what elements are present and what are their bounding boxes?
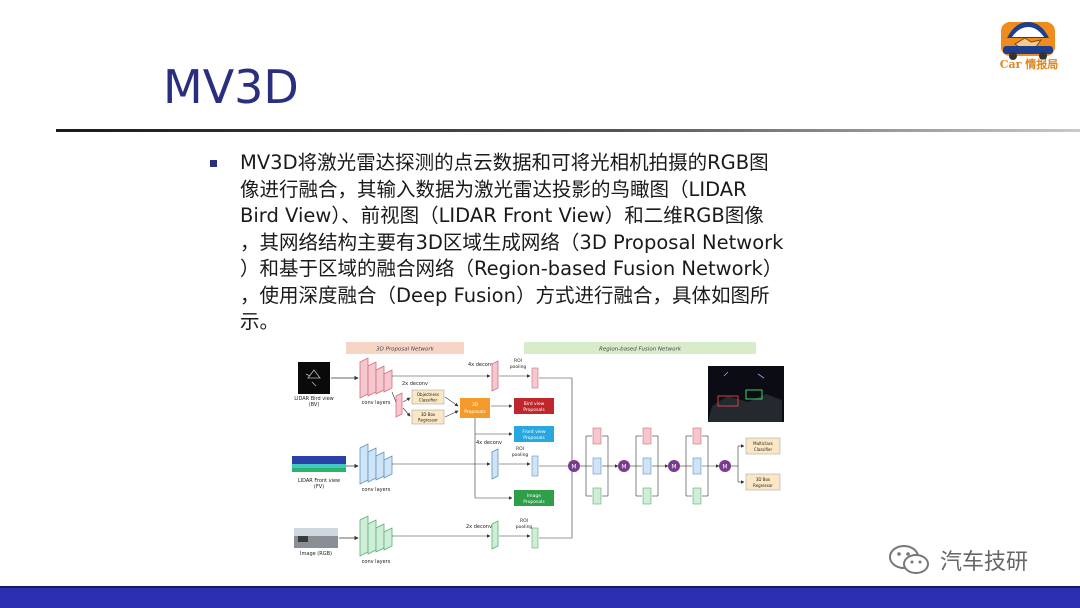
section-fusion-label: Region-based Fusion Network	[599, 347, 682, 353]
fusion-node-1: M	[568, 460, 580, 472]
svg-text:3D Box: 3D Box	[421, 412, 436, 417]
conv-label-rgb: conv layers	[362, 559, 391, 565]
front-view-label: (FV)	[314, 484, 324, 490]
svg-text:M: M	[571, 464, 576, 471]
conv-stack-fv	[359, 443, 393, 485]
fusion-node-3: M	[668, 460, 680, 472]
body-line: Bird View）、前视图（LIDAR Front View）和二维RGB图像	[240, 204, 764, 227]
logo-text: Car 情报局	[999, 58, 1059, 71]
svg-text:Objectness: Objectness	[417, 392, 439, 397]
body-line: ）和基于区域的融合网络（Region-based Fusion Network）	[240, 257, 783, 280]
svg-text:Classifier: Classifier	[419, 398, 438, 403]
deconv-2x-label-bottom: 2x deconv	[466, 524, 492, 530]
title-divider	[56, 129, 1080, 132]
mv3d-architecture-diagram: 3D Proposal Network Region-based Fusion …	[292, 342, 784, 565]
objectness-box	[411, 389, 445, 405]
box-regressor-output-box	[745, 473, 781, 491]
watermark-text: 汽车技研	[940, 550, 1029, 575]
body-line: ，使用深度融合（Deep Fusion）方式进行融合，具体如图所	[240, 283, 770, 307]
conv-label-bv: conv layers	[362, 400, 391, 406]
deconv-4x-label-top: 4x deconv	[468, 362, 494, 368]
body-line: 像进行融合，其输入数据为激光雷达投影的鸟瞰图（LIDAR	[240, 177, 747, 201]
svg-text:M: M	[671, 464, 676, 471]
roi-label-bottom: ROI	[520, 518, 528, 524]
fusion-node-2: M	[618, 460, 630, 472]
roi-label-mid: ROI	[516, 446, 524, 452]
conv-stack-rgb	[359, 515, 393, 557]
svg-text:Front view: Front view	[522, 429, 545, 435]
fusion-column-3	[680, 427, 720, 505]
roi-label-top: pooling	[510, 364, 527, 370]
body-paragraph: MV3D将激光雷达探测的点云数据和可将光相机拍摄的RGB图 像进行融合，其输入数…	[240, 150, 845, 336]
deconv-2x-label: 2x deconv	[402, 381, 428, 387]
bird-view-label: LIDAR Bird view	[294, 396, 334, 402]
svg-text:M: M	[722, 464, 727, 471]
body-line: ，其网络结构主要有3D区域生成网络（3D Proposal Network	[240, 230, 784, 254]
svg-text:Proposals: Proposals	[523, 499, 545, 505]
conv-stack-bv	[359, 357, 393, 399]
svg-text:Regressor: Regressor	[753, 483, 773, 488]
fusion-column-2	[630, 427, 669, 505]
rgb-label: Image (RGB)	[300, 551, 332, 557]
roi-label-bottom: pooling	[516, 524, 533, 530]
3d-proposals-box	[460, 398, 490, 418]
body-line: 示。	[240, 310, 280, 333]
section-3d-proposal-bar	[346, 342, 464, 354]
svg-text:Proposals: Proposals	[523, 407, 545, 413]
car-logo-icon	[1001, 22, 1055, 60]
svg-text:M: M	[621, 464, 626, 471]
section-fusion-bar	[524, 342, 756, 354]
svg-text:Proposals: Proposals	[464, 409, 486, 415]
conv-label-fv: conv layers	[362, 487, 391, 493]
image-proposals-box	[514, 490, 554, 506]
fusion-column-1	[580, 427, 619, 505]
watermark: 汽车技研	[888, 543, 1028, 577]
roi-label-mid: pooling	[512, 452, 529, 458]
box-regressor-box	[411, 409, 445, 425]
roi-label-top: ROI	[514, 358, 522, 364]
bullet-marker	[210, 160, 217, 167]
svg-text:Regressor: Regressor	[418, 418, 438, 423]
svg-text:Multiclass: Multiclass	[753, 441, 773, 446]
deconv-4x-label-mid: 4x deconv	[476, 440, 502, 446]
svg-text:Classifier: Classifier	[754, 447, 773, 452]
svg-text:Bird view: Bird view	[524, 401, 545, 407]
section-3d-proposal-label: 3D Proposal Network	[376, 347, 435, 353]
slide-title: MV3D	[163, 60, 299, 114]
svg-text:3D Box: 3D Box	[756, 477, 771, 482]
front-view-label: LIDAR Front view	[298, 478, 340, 484]
multiclass-classifier-box	[745, 437, 781, 455]
svg-text:3D: 3D	[472, 402, 479, 408]
bird-view-label: (BV)	[309, 402, 320, 408]
bottom-bar	[0, 586, 1080, 608]
front-view-proposals-box	[514, 426, 554, 442]
wechat-icon	[889, 545, 929, 574]
body-line: MV3D将激光雷达探测的点云数据和可将光相机拍摄的RGB图	[240, 151, 769, 174]
svg-text:Image: Image	[527, 493, 541, 499]
fusion-node-4: M	[719, 460, 731, 472]
bird-view-proposals-box	[514, 398, 554, 414]
svg-text:Proposals: Proposals	[523, 435, 545, 441]
